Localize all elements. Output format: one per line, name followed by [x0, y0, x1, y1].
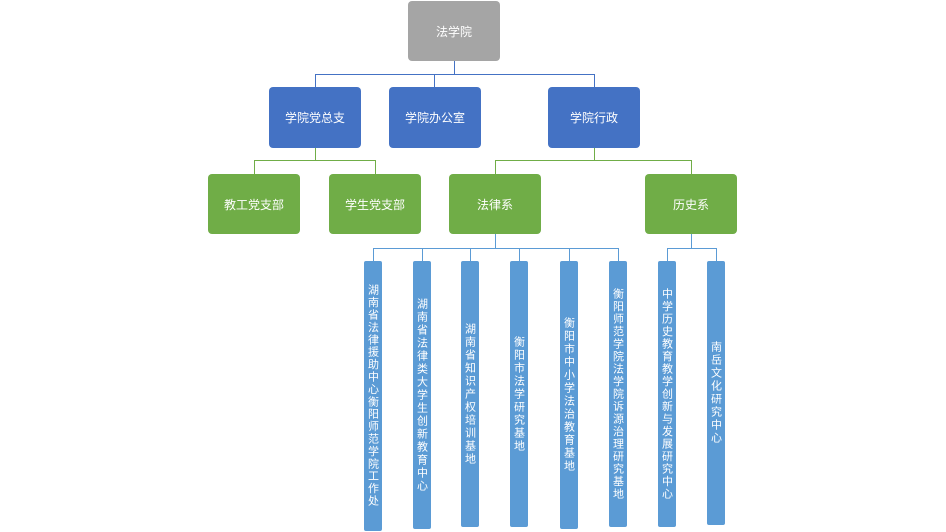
node-law-unit: 衡阳师范学院法学院诉源治理研究基地	[609, 261, 627, 527]
node-label: 衡阳市法学研究基地	[512, 335, 526, 453]
node-college-office: 学院办公室	[389, 87, 481, 148]
connector	[470, 248, 471, 261]
node-history-unit: 中学历史教育教学创新与发展研究中心	[658, 261, 676, 527]
node-history-department: 历史系	[645, 174, 737, 234]
node-root: 法学院	[408, 1, 500, 61]
node-staff-party-branch: 教工党支部	[208, 174, 300, 234]
connector	[691, 160, 692, 174]
connector	[691, 234, 692, 248]
node-label: 学院行政	[569, 111, 618, 125]
connector	[315, 74, 316, 87]
node-label: 中学历史教育教学创新与发展研究中心	[660, 287, 674, 501]
connector	[594, 74, 595, 87]
node-law-unit: 衡阳市中小学法治教育基地	[560, 261, 578, 529]
node-label: 衡阳市中小学法治教育基地	[562, 317, 576, 473]
node-law-unit: 湖南省法律类大学生创新教育中心	[413, 261, 431, 529]
node-label: 历史系	[672, 197, 709, 212]
connector	[373, 248, 374, 261]
node-label: 湖南省知识产权培训基地	[463, 322, 477, 466]
connector	[254, 160, 376, 161]
node-label: 教工党支部	[223, 197, 284, 212]
connector	[667, 248, 668, 261]
connector	[315, 148, 316, 160]
connector	[495, 234, 496, 248]
connector	[519, 248, 520, 261]
node-history-unit: 南岳文化研究中心	[707, 261, 725, 525]
node-label: 学院党总支	[284, 111, 345, 125]
connector	[454, 61, 455, 74]
connector	[434, 74, 435, 87]
node-law-department: 法律系	[449, 174, 541, 234]
node-label: 学院办公室	[404, 111, 465, 125]
node-law-unit: 湖南省知识产权培训基地	[461, 261, 479, 527]
connector	[373, 248, 619, 249]
node-student-party-branch: 学生党支部	[329, 174, 421, 234]
connector	[315, 74, 595, 75]
node-law-unit: 衡阳市法学研究基地	[510, 261, 528, 527]
node-label: 衡阳师范学院法学院诉源治理研究基地	[611, 287, 625, 501]
connector	[618, 248, 619, 261]
node-administration: 学院行政	[548, 87, 640, 148]
node-label: 法律系	[476, 197, 513, 212]
connector	[375, 160, 376, 174]
node-party-committee: 学院党总支	[269, 87, 361, 148]
node-label: 南岳文化研究中心	[709, 341, 723, 445]
node-label: 湖南省法律类大学生创新教育中心	[415, 297, 429, 493]
node-label: 湖南省法律援助中心衡阳师范学院工作处	[366, 284, 380, 508]
node-label: 法学院	[435, 24, 472, 39]
connector	[422, 248, 423, 261]
connector	[495, 160, 496, 174]
connector	[716, 248, 717, 261]
node-law-unit: 湖南省法律援助中心衡阳师范学院工作处	[364, 261, 382, 531]
connector	[667, 248, 717, 249]
node-label: 学生党支部	[344, 197, 405, 212]
connector	[594, 148, 595, 160]
connector	[495, 160, 692, 161]
connector	[254, 160, 255, 174]
connector	[569, 248, 570, 261]
